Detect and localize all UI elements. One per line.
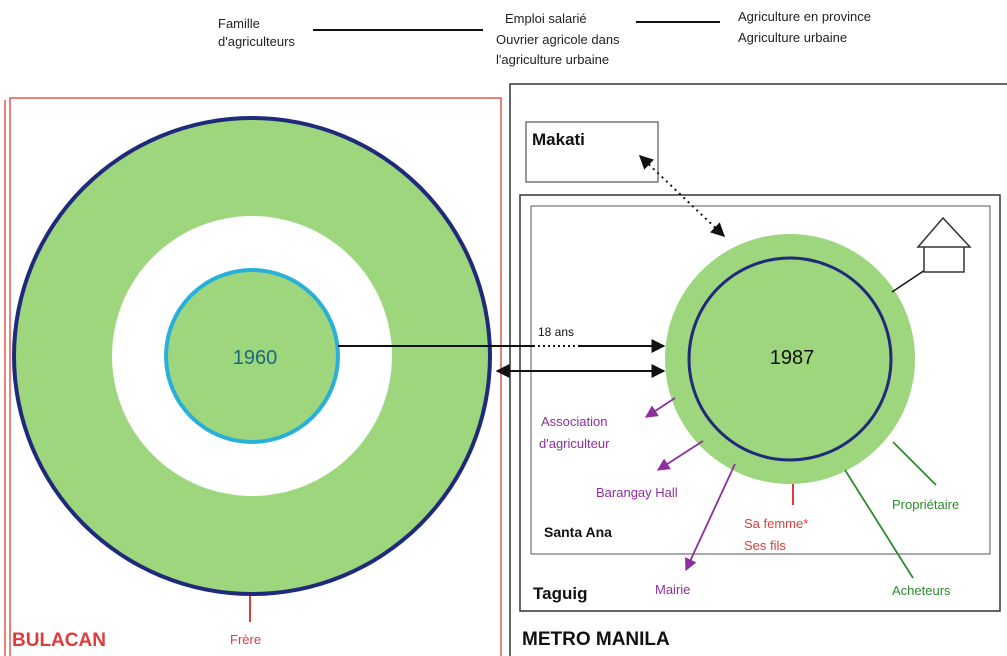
- legend-emploi-line2: Ouvrier agricole dans: [496, 32, 620, 47]
- santa-ana-box: [530, 205, 991, 555]
- metro-manila-label: METRO MANILA: [522, 629, 670, 650]
- association-label-line2: d'agriculteur: [539, 436, 610, 451]
- mairie-label: Mairie: [655, 582, 690, 597]
- legend-emploi-line3: l'agriculture urbaine: [496, 52, 609, 67]
- barangay-arrow: [656, 440, 704, 471]
- house-icon: [891, 216, 972, 293]
- inner-green-core-1960: [168, 272, 336, 440]
- legend-agri-line2: Agriculture urbaine: [738, 30, 847, 45]
- duration-label: 18 ans: [538, 325, 574, 339]
- makati-dotted-arrow: [638, 155, 726, 237]
- makati-box: [525, 121, 659, 183]
- femme-label-line1: Sa femme*: [744, 516, 808, 531]
- year-1987-label: 1987: [770, 347, 815, 369]
- year-1960-label: 1960: [233, 347, 278, 369]
- navy-ring-1987: [687, 256, 893, 462]
- acheteurs-line: [844, 469, 914, 579]
- taguig-box: [519, 194, 1001, 612]
- santa-ana-label: Santa Ana: [544, 524, 612, 540]
- proprietaire-label: Propriétaire: [892, 497, 959, 512]
- makati-label: Makati: [532, 130, 585, 149]
- legend-agri-line1: Agriculture en province: [738, 9, 871, 24]
- legend-famille-line2: d'agriculteurs: [218, 34, 295, 49]
- mairie-arrow: [685, 463, 736, 572]
- barangay-label: Barangay Hall: [596, 485, 678, 500]
- taguig-label: Taguig: [533, 584, 587, 603]
- acheteurs-label: Acheteurs: [892, 583, 951, 598]
- bulacan-label: BULACAN: [12, 630, 106, 651]
- association-label-line1: Association: [541, 414, 607, 429]
- frere-label: Frère: [230, 632, 261, 647]
- association-arrow: [644, 397, 676, 418]
- proprietaire-line: [892, 441, 937, 486]
- bulacan-region-box: [9, 97, 502, 656]
- legend-emploi-line1: Emploi salarié: [505, 11, 587, 26]
- femme-label-line2: Ses fils: [744, 538, 786, 553]
- legend-famille-line1: Famille: [218, 16, 260, 31]
